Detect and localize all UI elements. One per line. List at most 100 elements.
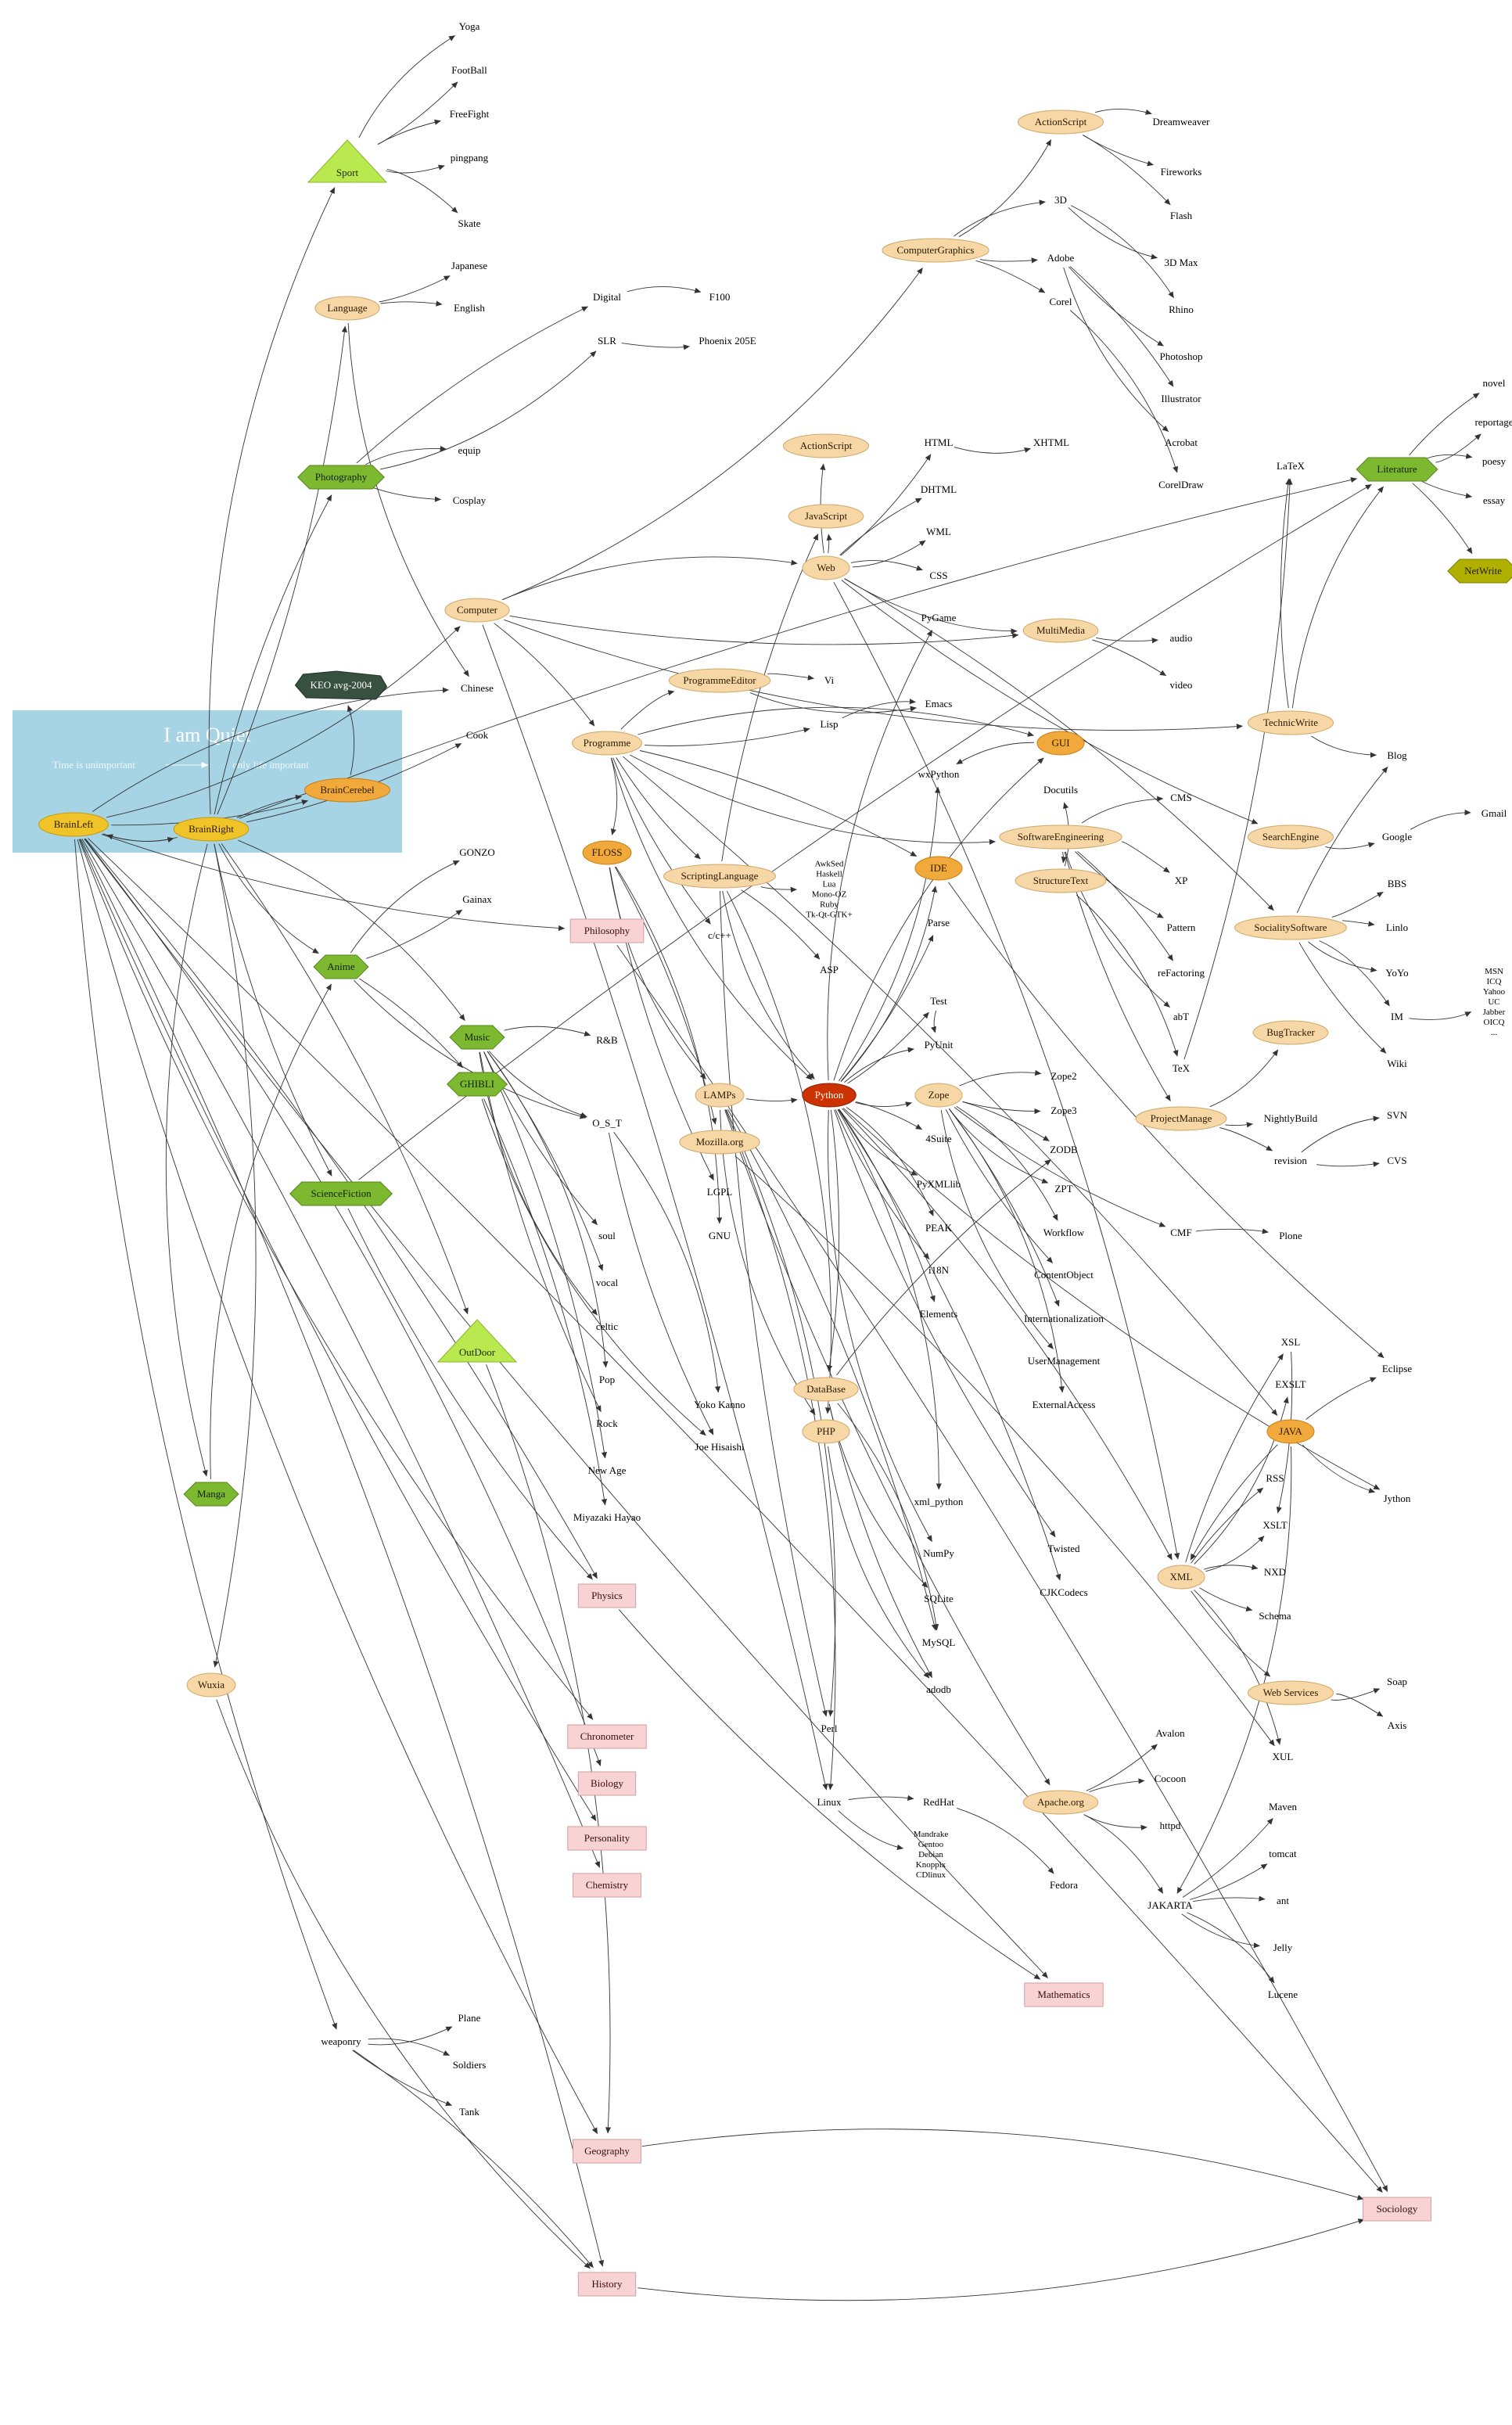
node-intl[interactable]: Internationalization (1024, 1313, 1104, 1324)
node-lamps[interactable]: LAMPs (695, 1083, 745, 1108)
node-biology[interactable]: Biology (577, 1771, 637, 1796)
node-sciencefiction[interactable]: ScienceFiction (289, 1181, 393, 1206)
node-nightlybuild[interactable]: NightlyBuild (1264, 1112, 1318, 1124)
node-svn[interactable]: SVN (1387, 1109, 1408, 1121)
node-flash[interactable]: Flash (1170, 210, 1193, 221)
node-tank[interactable]: Tank (459, 2106, 479, 2118)
node-numpy[interactable]: NumPy (923, 1547, 954, 1559)
node-ost[interactable]: O_S_T (592, 1117, 622, 1129)
node-fedora[interactable]: Fedora (1050, 1879, 1078, 1891)
node-webservices[interactable]: Web Services (1247, 1680, 1334, 1705)
node-jakarta[interactable]: JAKARTA (1147, 1899, 1193, 1911)
node-i18n[interactable]: i18N (928, 1264, 950, 1276)
node-multimedia[interactable]: MultiMedia (1022, 618, 1099, 643)
node-cocoon[interactable]: Cocoon (1155, 1773, 1187, 1784)
node-yokokanno[interactable]: Yoko Kanno (694, 1399, 745, 1410)
node-asp[interactable]: ASP (820, 964, 839, 975)
node-rss[interactable]: RSS (1266, 1472, 1284, 1484)
node-xsl[interactable]: XSL (1281, 1336, 1301, 1348)
node-latex[interactable]: LaTeX (1277, 460, 1305, 472)
node-cms[interactable]: CMS (1170, 792, 1191, 803)
node-im[interactable]: IM (1391, 1011, 1403, 1022)
node-cg[interactable]: ComputerGraphics (882, 238, 989, 263)
node-mysql[interactable]: MySQL (922, 1636, 956, 1648)
node-lisp[interactable]: Lisp (820, 718, 838, 730)
node-usermgmt[interactable]: UserManagement (1028, 1355, 1101, 1367)
node-perl[interactable]: Perl (821, 1723, 838, 1734)
node-refactoring[interactable]: reFactoring (1158, 967, 1205, 979)
node-programme[interactable]: Programme (572, 731, 642, 756)
node-workflow[interactable]: Workflow (1043, 1227, 1085, 1238)
node-braincerebel[interactable]: BrainCerebel (303, 778, 391, 803)
node-corel[interactable]: Corel (1050, 296, 1072, 307)
node-brainright[interactable]: BrainRight (173, 817, 250, 842)
node-database[interactable]: DataBase (793, 1377, 859, 1402)
node-novel[interactable]: novel (1483, 377, 1506, 389)
node-japanese[interactable]: Japanese (451, 260, 487, 271)
node-audio[interactable]: audio (1170, 632, 1193, 644)
node-pop[interactable]: Pop (599, 1374, 615, 1385)
node-philosophy[interactable]: Philosophy (569, 918, 645, 943)
node-personality[interactable]: Personality (567, 1826, 647, 1851)
node-jython[interactable]: Jython (1384, 1493, 1411, 1504)
node-threed[interactable]: 3D (1054, 194, 1067, 206)
node-anime[interactable]: Anime (313, 954, 369, 979)
node-python[interactable]: Python (802, 1083, 857, 1108)
node-digital[interactable]: Digital (593, 291, 621, 303)
node-sociology[interactable]: Sociology (1363, 2197, 1431, 2222)
node-maven[interactable]: Maven (1269, 1801, 1298, 1812)
node-literature[interactable]: Literature (1356, 457, 1438, 482)
node-ant[interactable]: ant (1277, 1895, 1289, 1906)
node-sqlite[interactable]: SQLite (924, 1593, 954, 1604)
node-xp[interactable]: XP (1175, 875, 1188, 886)
node-wxpython[interactable]: wxPython (918, 768, 960, 780)
node-celtic[interactable]: celtic (596, 1320, 618, 1332)
node-phoenix[interactable]: Phoenix 205E (699, 335, 756, 347)
node-music[interactable]: Music (449, 1025, 505, 1050)
node-zope3[interactable]: Zope3 (1050, 1105, 1076, 1116)
node-vi[interactable]: Vi (824, 674, 835, 686)
node-gui[interactable]: GUI (1036, 731, 1085, 756)
node-xul[interactable]: XUL (1273, 1751, 1294, 1762)
node-adobe[interactable]: Adobe (1047, 252, 1075, 264)
node-lgpl[interactable]: LGPL (707, 1186, 733, 1198)
node-manga[interactable]: Manga (183, 1482, 239, 1507)
node-java[interactable]: JAVA (1266, 1419, 1315, 1444)
node-jelly[interactable]: Jelly (1273, 1942, 1293, 1953)
node-coreldraw[interactable]: CorelDraw (1158, 479, 1204, 490)
node-miyazaki[interactable]: Miyazaki Hayao (573, 1511, 641, 1523)
node-cook[interactable]: Cook (466, 729, 489, 741)
node-pyxml[interactable]: PyXMLlib (917, 1178, 961, 1190)
node-language[interactable]: Language (314, 296, 380, 321)
node-zope2[interactable]: Zope2 (1050, 1070, 1076, 1082)
node-redhat[interactable]: RedHat (923, 1796, 954, 1808)
node-brainleft[interactable]: BrainLeft (38, 812, 109, 837)
node-contentobject[interactable]: ContentObject (1034, 1269, 1094, 1281)
node-rhino[interactable]: Rhino (1169, 304, 1194, 315)
node-wml[interactable]: WML (926, 526, 951, 537)
node-weaponry[interactable]: weaponry (321, 2035, 361, 2047)
node-bugtracker[interactable]: BugTracker (1252, 1020, 1329, 1045)
node-peak[interactable]: PEAK (925, 1222, 953, 1234)
node-pyunit[interactable]: PyUnit (925, 1039, 954, 1051)
node-wuxia[interactable]: Wuxia (186, 1672, 236, 1698)
node-zodb[interactable]: ZODB (1050, 1144, 1078, 1155)
node-axis[interactable]: Axis (1388, 1719, 1407, 1731)
node-photography[interactable]: Photography (297, 465, 385, 490)
node-schema[interactable]: Schema (1259, 1610, 1291, 1622)
node-test[interactable]: Test (930, 995, 947, 1007)
node-yoga[interactable]: Yoga (459, 20, 480, 32)
node-vocal[interactable]: vocal (596, 1277, 619, 1288)
node-progeditor[interactable]: ProgrammeEditor (668, 668, 771, 693)
node-gonzo[interactable]: GONZO (459, 846, 495, 858)
node-acrobat[interactable]: Acrobat (1165, 436, 1198, 448)
node-f100[interactable]: F100 (709, 291, 731, 303)
node-extaccess[interactable]: ExternalAccess (1033, 1399, 1096, 1410)
node-ide[interactable]: IDE (914, 856, 963, 881)
node-tex[interactable]: TeX (1173, 1062, 1191, 1074)
node-eclipse[interactable]: Eclipse (1382, 1363, 1412, 1374)
node-php[interactable]: PHP (802, 1419, 850, 1444)
node-dhtml[interactable]: DHTML (921, 483, 957, 495)
node-mathematics[interactable]: Mathematics (1024, 1982, 1104, 2007)
